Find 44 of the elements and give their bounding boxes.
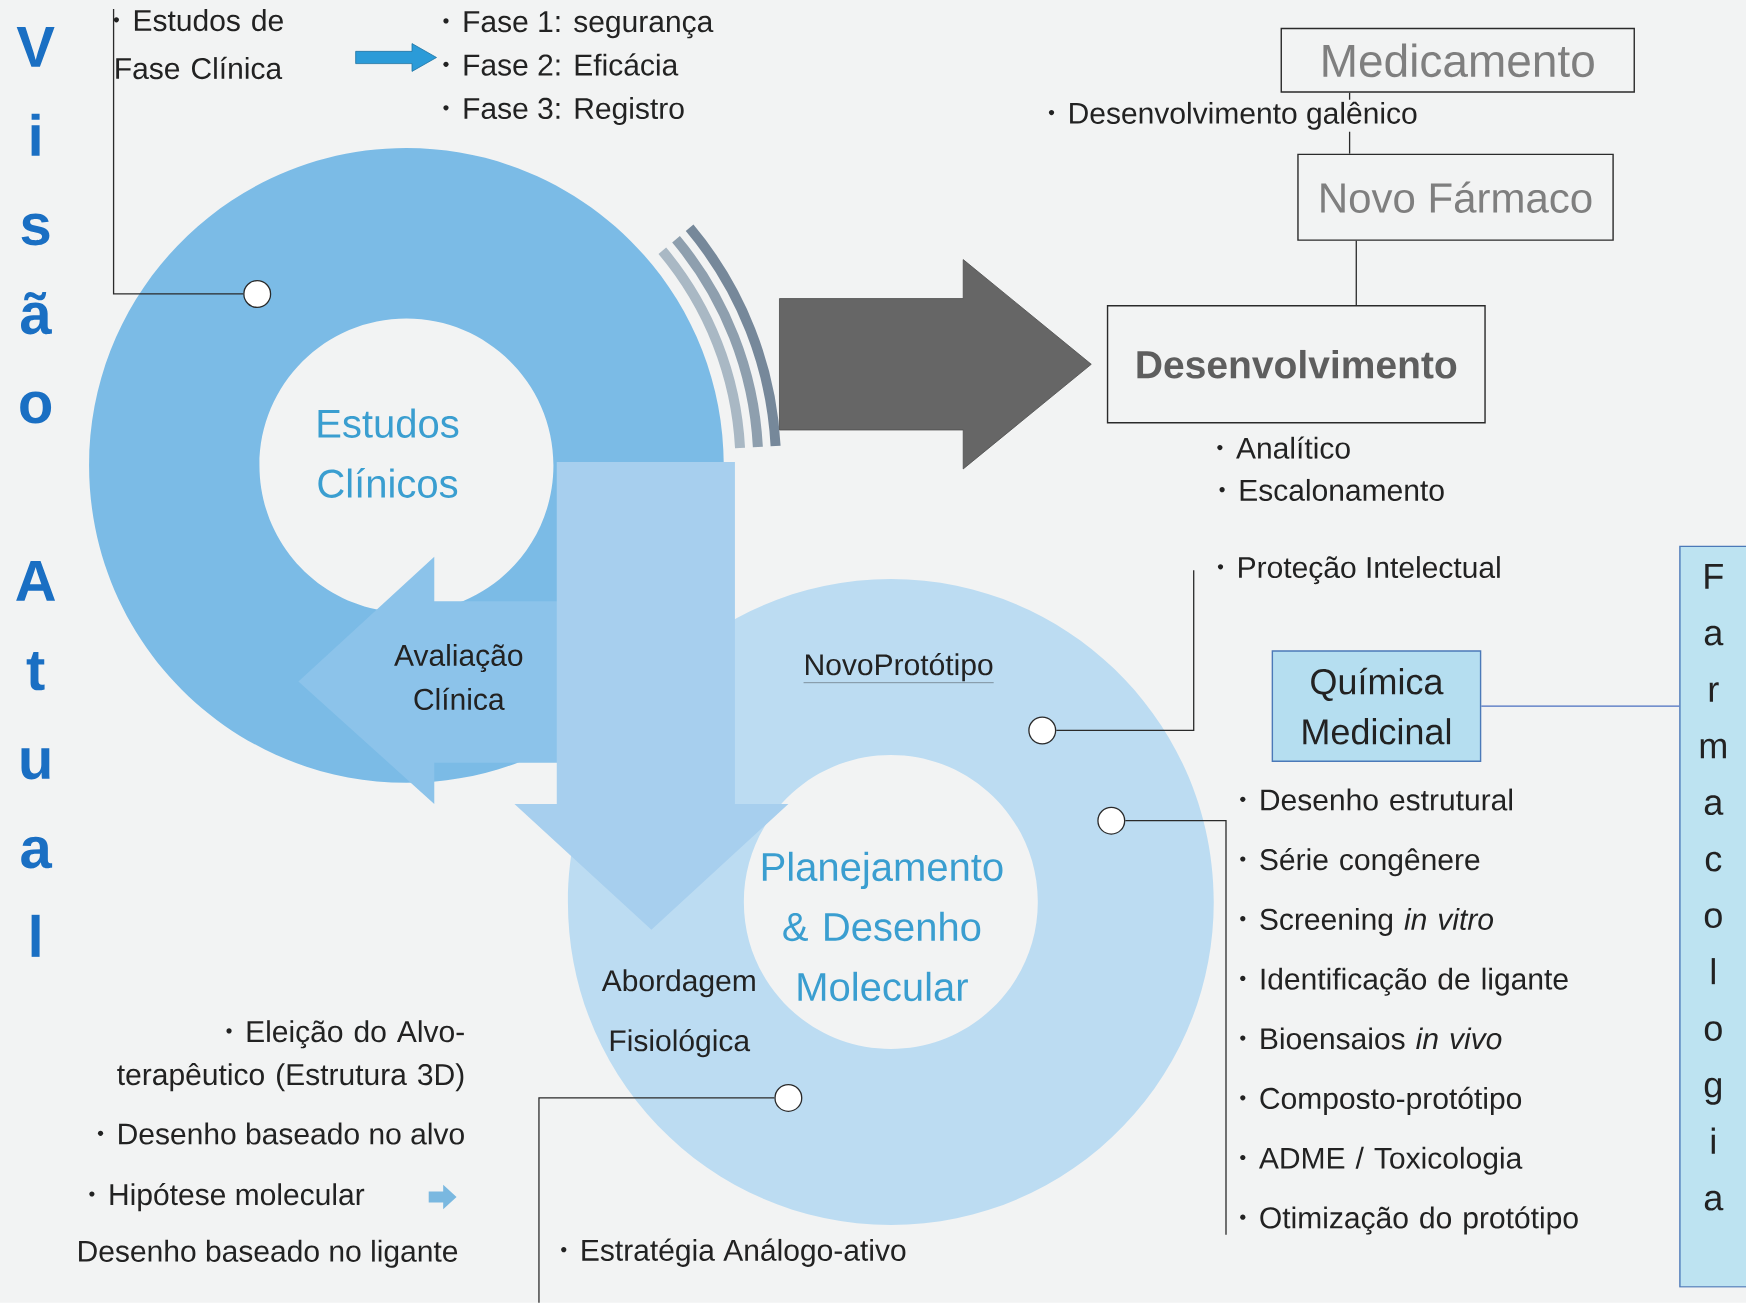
node-label: Série congênere — [1260, 848, 1480, 877]
title-box: Medicamento — [1280, 27, 1635, 93]
bullet-list: Desenho estrutural Série congênere Screening in vitro Identificação de ligante Bioensaios in vivo Composto-protótipo ADME / Toxicologia Otimização do protótipo — [1240, 788, 1578, 1235]
edge-label: Desenvolvimento galênico — [1046, 99, 1420, 132]
vertical-label-box: Farmacologia — [1679, 545, 1746, 1288]
node-label: Desenho estrutural — [1261, 788, 1512, 811]
bullet-text: Escalonamento — [1219, 479, 1444, 502]
node-label: Screening in vitro — [1260, 908, 1494, 937]
bullet-list: Fase 1: segurança Fase 2: Eficácia Fase 3: Registro — [443, 11, 714, 126]
note-text: Desenho baseado no ligante — [79, 1239, 458, 1268]
node-label: ADME / Toxicologia — [1258, 1146, 1523, 1175]
bullet-text: Estudos de Fase Clínica — [113, 9, 283, 80]
marker-circle — [243, 280, 272, 309]
bullet-text: Estratégia Análogo-ativo — [561, 1238, 906, 1267]
bullet-text: Hipótese molecular — [89, 1182, 365, 1212]
marker-circle — [1028, 716, 1057, 745]
bullet-text: Proteção Intelectual — [1217, 556, 1500, 585]
cycle-label: Planejamento & Desenho Molecular — [762, 851, 1003, 1002]
node-label: Otimização do protótipo — [1260, 1206, 1578, 1235]
title-box: Novo Fármaco — [1297, 153, 1614, 241]
bullet-text: Analítico — [1217, 436, 1350, 459]
node-label: Fase 1: segurança — [464, 11, 714, 39]
block-arrow — [355, 43, 437, 72]
node-label: Identificação de ligante — [1261, 967, 1568, 996]
leader-line — [1124, 820, 1227, 1236]
node-label: Fase 3: Registro — [464, 97, 684, 126]
arrow-label: Avaliação Clínica — [394, 644, 523, 711]
block-arrow — [779, 259, 1092, 470]
title-box: Desenvolvimento — [1106, 305, 1486, 424]
connector-line — [1355, 240, 1357, 306]
marker-circle — [1097, 806, 1126, 835]
node-label: Bioensaios in vivo — [1261, 1027, 1502, 1050]
arrow-label: NovoProtótipo — [803, 653, 994, 683]
connector-line — [1480, 705, 1680, 707]
leader-line — [538, 1097, 775, 1303]
vertical-title: Visão Atual — [16, 27, 56, 957]
leader-line — [112, 8, 244, 295]
node-label: Composto-protótipo — [1260, 1086, 1522, 1116]
marker-circle — [774, 1084, 803, 1113]
bullet-text: Eleição do Alvo-terapêutico (Estrutura 3D) — [117, 1020, 464, 1092]
leader-line — [1055, 569, 1195, 732]
title-box: Química Medicinal — [1271, 650, 1482, 763]
node-label: Fase 2: Eficácia — [464, 53, 679, 76]
bullet-text: Desenho baseado no alvo — [97, 1122, 464, 1145]
